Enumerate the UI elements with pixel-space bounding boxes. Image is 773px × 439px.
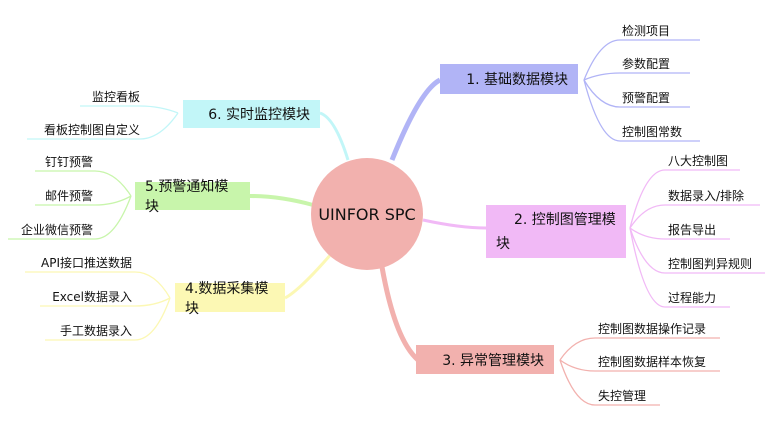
module-data-collection[interactable]: 4.数据采集模块	[175, 281, 285, 317]
module-label: 2. 控制图管理模块	[496, 211, 616, 252]
leaf-item[interactable]: API接口推送数据	[41, 256, 132, 270]
module-label: 6. 实时监控模块	[208, 107, 310, 123]
module-label: 4.数据采集模块	[185, 280, 269, 317]
leaf-item[interactable]: 检测项目	[622, 24, 671, 38]
leaf-item[interactable]: 看板控制图自定义	[43, 123, 140, 137]
leaf-item[interactable]: 控制图常数	[622, 125, 683, 139]
leaf-item[interactable]: 邮件预警	[44, 189, 93, 203]
leaf-item[interactable]: 手工数据录入	[59, 324, 132, 338]
central-topic[interactable]: UINFOR SPC	[311, 158, 423, 270]
module-realtime-monitor[interactable]: 6. 实时监控模块	[183, 100, 320, 128]
leaf-item[interactable]: 控制图数据操作记录	[598, 322, 707, 336]
leaf-item[interactable]: 预警配置	[622, 91, 671, 105]
module-basic-data[interactable]: 1. 基础数据模块	[440, 64, 578, 94]
module-label: 5.预警通知模块	[145, 179, 229, 215]
leaf-item[interactable]: 数据录入/排除	[668, 189, 745, 203]
leaf-item[interactable]: 失控管理	[598, 389, 647, 403]
module-alert-notify[interactable]: 5.预警通知模块	[135, 179, 250, 215]
leaf-item[interactable]: Excel数据录入	[52, 290, 132, 304]
leaf-item[interactable]: 报告导出	[668, 223, 717, 237]
module-label: 3. 异常管理模块	[442, 352, 544, 369]
leaf-item[interactable]: 企业微信预警	[20, 223, 93, 237]
module-label: 1. 基础数据模块	[466, 72, 568, 88]
central-topic-label: UINFOR SPC	[318, 204, 416, 224]
leaf-item[interactable]: 过程能力	[668, 291, 717, 305]
module-exception[interactable]: 3. 异常管理模块	[416, 345, 554, 374]
leaf-item[interactable]: 钉钉预警	[44, 155, 93, 169]
leaf-item[interactable]: 八大控制图	[668, 154, 729, 168]
leaf-item[interactable]: 监控看板	[91, 90, 140, 104]
leaf-item[interactable]: 控制图判异规则	[668, 257, 753, 271]
leaf-item[interactable]: 参数配置	[622, 57, 671, 71]
leaf-item[interactable]: 控制图数据样本恢复	[598, 355, 707, 369]
module-control-chart[interactable]: 2. 控制图管理模块	[486, 205, 626, 258]
